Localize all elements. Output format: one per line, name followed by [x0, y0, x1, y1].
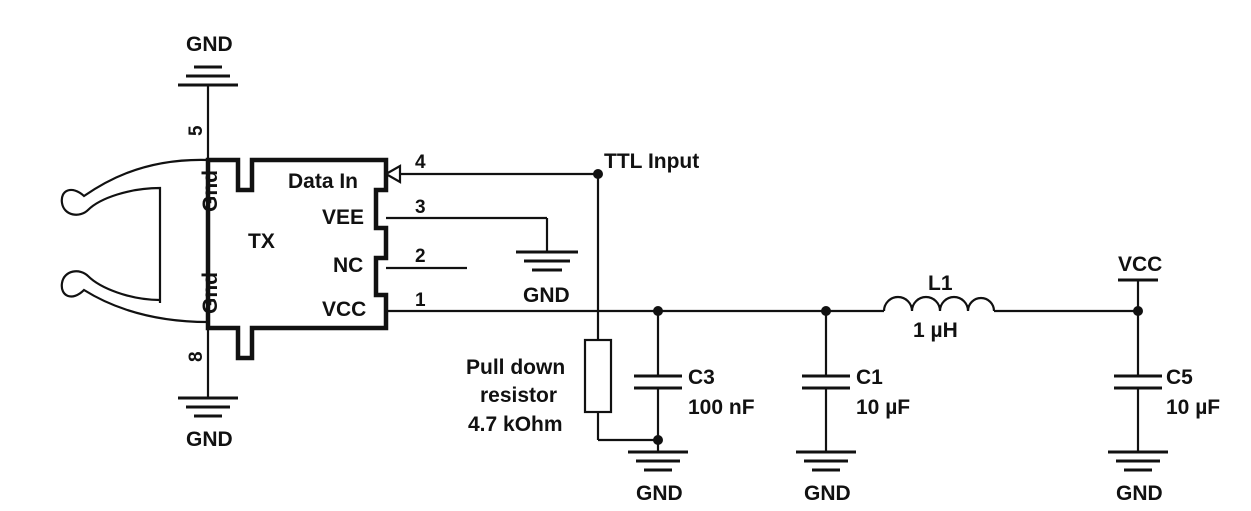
pin-number-5: 5	[186, 125, 207, 136]
pin-number-2: 2	[415, 246, 426, 267]
tx-module-name: TX	[248, 230, 275, 253]
vcc-supply: VCC	[1118, 253, 1162, 311]
resistor-label-line1: Pull down	[466, 356, 565, 379]
tx-module-body	[205, 157, 389, 361]
connector-loop-bottom	[60, 270, 209, 324]
inductor-l1: L1 1 µH	[882, 272, 996, 342]
c5-ref: C5	[1166, 366, 1193, 389]
gnd-label: GND	[186, 428, 233, 451]
l1-value: 1 µH	[913, 319, 958, 342]
pull-down-resistor: Pull down resistor 4.7 kOhm	[466, 174, 663, 445]
c3-value: 100 nF	[688, 396, 755, 419]
pin-number-1: 1	[415, 290, 426, 311]
resistor-value: 4.7 kOhm	[468, 413, 563, 436]
c3-ref: C3	[688, 366, 715, 389]
gnd-label: GND	[523, 284, 570, 307]
pin-number-4: 4	[415, 152, 426, 173]
gnd-symbol-pin5: GND 5	[178, 33, 238, 160]
vcc-label: VCC	[1118, 253, 1162, 276]
c1-ref: C1	[856, 366, 883, 389]
gnd-label: GND	[1116, 482, 1163, 505]
net-vee: 3 GND	[386, 197, 578, 307]
l1-ref: L1	[928, 272, 953, 295]
pin-data-in-name: Data In	[288, 170, 358, 193]
gnd-symbol-pin8: GND 8	[178, 328, 238, 451]
capacitor-c1: C1 10 µF GND	[796, 311, 910, 505]
net-vcc: 1	[386, 290, 1143, 316]
pin-number-3: 3	[415, 197, 426, 218]
c1-value: 10 µF	[856, 396, 910, 419]
gnd-label: GND	[804, 482, 851, 505]
net-data-in: 4 TTL Input	[383, 150, 699, 184]
connector-loop-top	[60, 158, 209, 303]
gnd-label: GND	[186, 33, 233, 56]
c5-value: 10 µF	[1166, 396, 1220, 419]
capacitor-c5: C5 10 µF GND	[1108, 311, 1220, 505]
ttl-input-label: TTL Input	[604, 150, 699, 173]
pin-gnd-top-name: Gnd	[199, 170, 222, 212]
pin-vee-name: VEE	[322, 206, 364, 229]
tx-module: TX Data In VEE NC VCC Gnd Gnd	[60, 157, 389, 361]
pin-number-8: 8	[186, 351, 207, 362]
gnd-label: GND	[636, 482, 683, 505]
pin-gnd-bottom-name: Gnd	[199, 272, 222, 314]
net-nc: 2	[386, 246, 467, 270]
capacitor-c3: C3 100 nF GND	[628, 311, 755, 505]
pin-nc-name: NC	[333, 254, 363, 277]
pin-vcc-name: VCC	[322, 298, 366, 321]
resistor-label-line2: resistor	[480, 384, 557, 407]
